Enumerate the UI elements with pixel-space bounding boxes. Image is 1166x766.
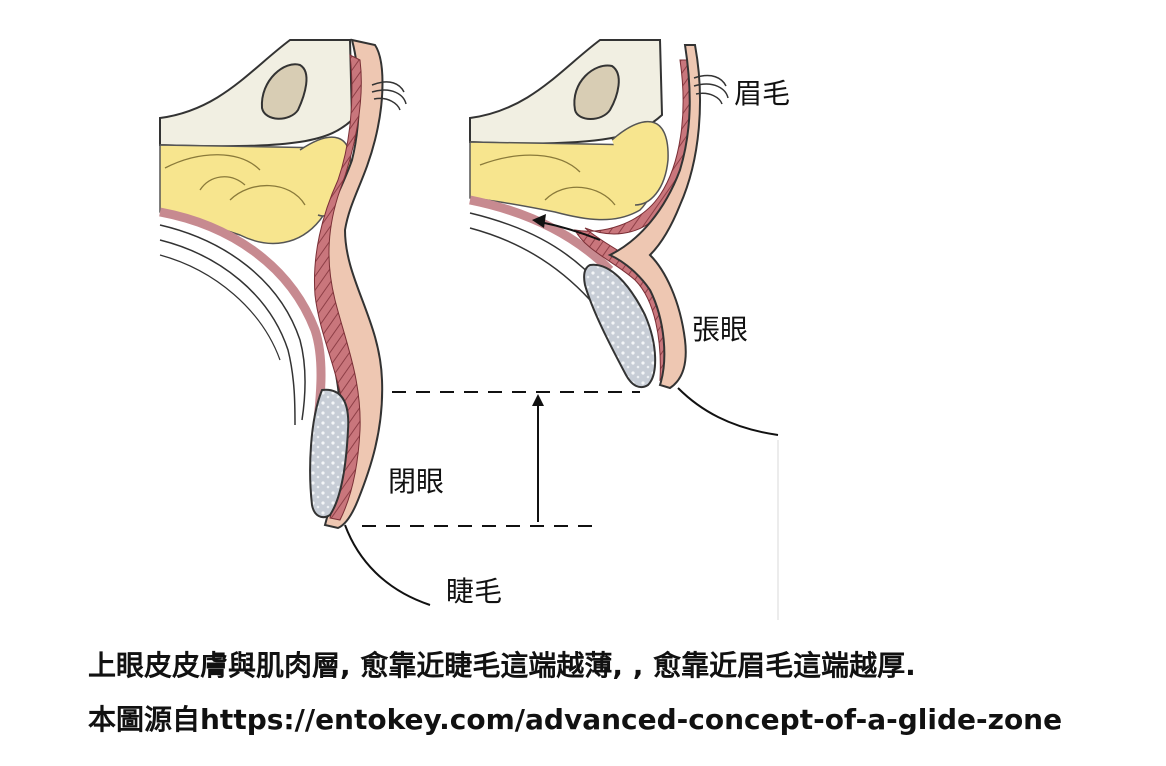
label-eye-closed: 閉眼 (388, 465, 445, 498)
label-eyebrow: 眉毛 (734, 77, 791, 110)
sinus-cavity (260, 63, 308, 120)
open-eye-illustration (469, 39, 779, 436)
caption-line-1: 上眼皮皮膚與肌肉層, 愈靠近睫毛這端越薄, , 愈靠近眉毛這端越厚. (88, 649, 916, 682)
label-eye-open: 張眼 (692, 313, 749, 346)
label-eyelash: 睫毛 (446, 575, 503, 608)
eyelash-open (677, 387, 779, 436)
eyelash-closed (344, 524, 431, 606)
tarsal-plate-open (583, 263, 657, 389)
closed-eye-illustration (159, 38, 431, 606)
eyelid-skin-open (607, 44, 701, 390)
caption-line-2-source: 本圖源自https://entokey.com/advanced-concept… (88, 703, 1063, 736)
orbital-bone (159, 39, 354, 148)
displacement-guides (362, 391, 779, 620)
eyelid-anatomy-diagram (159, 38, 779, 620)
tarsal-plate (309, 388, 350, 519)
orbicularis-muscle (313, 54, 362, 521)
